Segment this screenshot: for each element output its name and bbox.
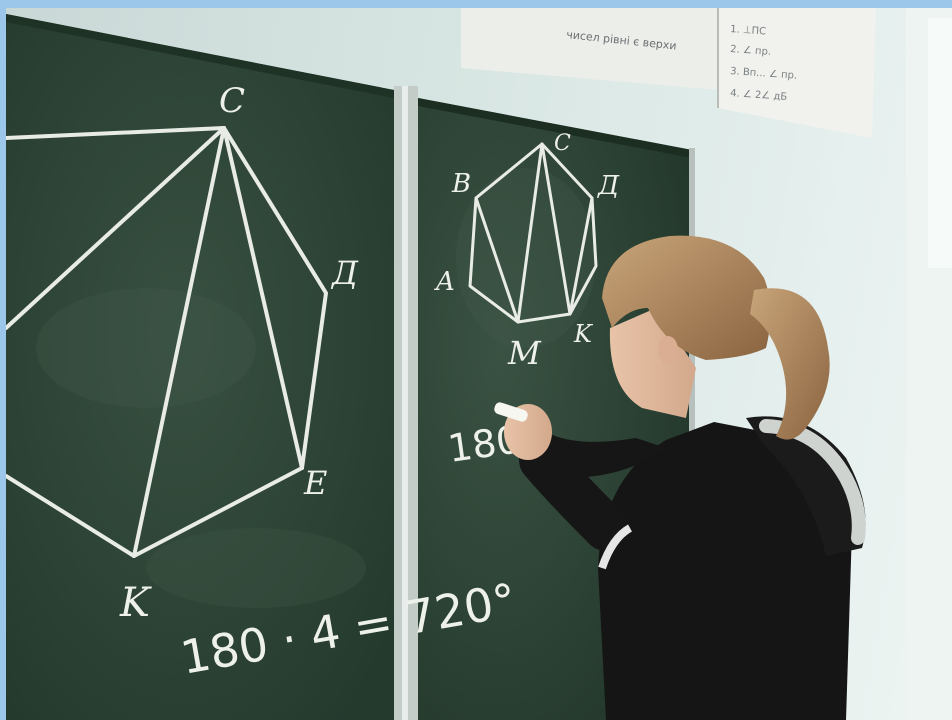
vertex-label: C: [554, 131, 571, 156]
wall-posters: чисел рівні є верхи 1. ⊥ПС 2. ∠ пр. 3. В…: [461, 8, 876, 138]
poster-line: 1. ⊥ПС: [730, 24, 767, 37]
poster-right-lines: 1. ⊥ПС 2. ∠ пр. 3. Вп... ∠ пр. 4. ∠ 2∠ д…: [730, 24, 798, 103]
vertex-label: Д: [330, 254, 359, 292]
vertex-label: C: [219, 81, 245, 121]
vertex-label: K: [573, 320, 594, 348]
vertex-label: B: [451, 169, 471, 199]
vertex-label: E: [303, 464, 327, 502]
poster-line: 2. ∠ пр.: [730, 44, 772, 58]
right-hexagon-drawing: [468, 142, 598, 324]
vertex-label: M: [507, 334, 542, 372]
vertex-label: K: [119, 580, 152, 626]
left-polygon-drawing: [6, 126, 328, 558]
vertex-label: A: [434, 267, 455, 297]
window-edge: [928, 18, 952, 268]
vertex-label: Д: [597, 171, 620, 201]
left-chalkboard: [6, 14, 394, 720]
classroom-photo: чисел рівні є верхи 1. ⊥ПС 2. ∠ пр. 3. В…: [6, 8, 952, 720]
poster-line: 3. Вп... ∠ пр.: [730, 66, 798, 82]
student: [494, 235, 866, 720]
photo-scene: чисел рівні є верхи 1. ⊥ПС 2. ∠ пр. 3. В…: [6, 8, 952, 720]
poster-line: 4. ∠ 2∠ дБ: [730, 88, 788, 103]
